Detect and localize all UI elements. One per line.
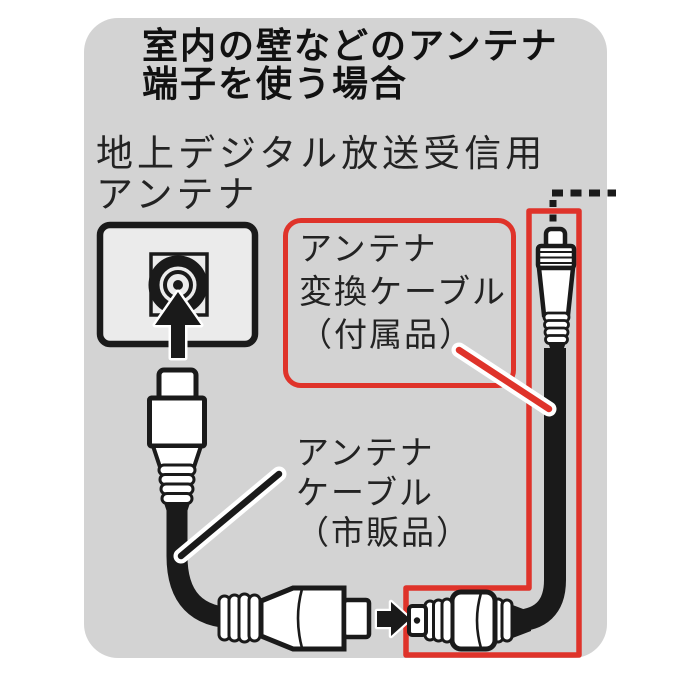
conversion-cable-callout-box: アンテナ 変換ケーブル （付属品） <box>283 218 516 388</box>
terrestrial-antenna-label: 地上デジタル放送受信用 アンテナ <box>96 133 547 215</box>
conversion-cable-label: アンテナ 変換ケーブル （付属品） <box>299 230 508 353</box>
panel-title: 室内の壁などのアンテナ 端子を使う場合 <box>142 25 559 104</box>
antenna-cable-label: アンテナ ケーブル （市販品） <box>296 434 471 551</box>
